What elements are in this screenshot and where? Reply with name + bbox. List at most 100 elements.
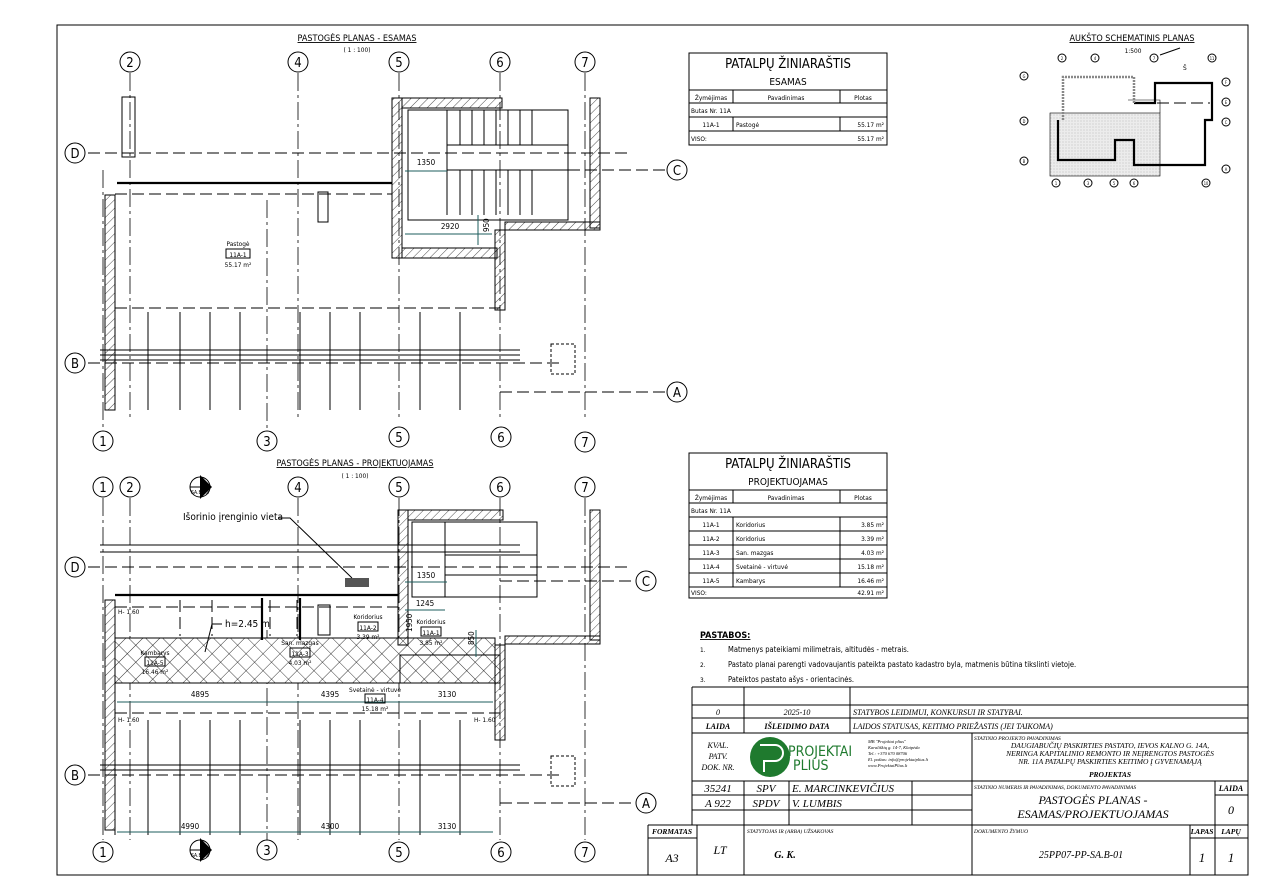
dim-label: 4300 xyxy=(321,822,340,831)
svg-text:0: 0 xyxy=(716,708,720,717)
schematic-axis-bubbles: G F E D C B A 1 2 3 4 5 6 7 10 11 xyxy=(1019,53,1231,188)
svg-text:0: 0 xyxy=(1228,803,1234,817)
room-tag-11A-5: Kambarys 11A-5 16.46 m² xyxy=(140,649,169,676)
svg-text:11A-1: 11A-1 xyxy=(702,521,719,529)
svg-text:1: 1 xyxy=(99,435,106,450)
svg-text:PASTABOS:: PASTABOS: xyxy=(700,631,750,641)
svg-text:VISO:: VISO: xyxy=(691,135,707,143)
svg-text:E: E xyxy=(1225,100,1228,105)
svg-text:3.85 m²: 3.85 m² xyxy=(420,639,443,647)
svg-text:4: 4 xyxy=(1094,56,1097,61)
svg-text:IŠLEIDIMO DATA: IŠLEIDIMO DATA xyxy=(763,721,830,731)
svg-text:A: A xyxy=(642,797,650,812)
svg-text:6: 6 xyxy=(497,846,504,861)
svg-text:D: D xyxy=(70,147,79,162)
svg-text:Pastato planai parengti vadova: Pastato planai parengti vadovaujantis pa… xyxy=(728,660,1076,669)
table-row: 11A-1 Koridorius 3.85 m² xyxy=(702,521,884,529)
schematic-scale: 1:500 xyxy=(1125,47,1142,55)
notes: PASTABOS: 1.Matmenys pateikiami milimetr… xyxy=(700,631,1076,684)
table-cell: Pastogė xyxy=(736,121,759,129)
svg-text:42.91 m²: 42.91 m² xyxy=(857,589,884,597)
svg-text:55.17 m²: 55.17 m² xyxy=(225,261,252,269)
svg-text:SA.B-02: SA.B-02 xyxy=(191,490,209,496)
svg-text:35241: 35241 xyxy=(703,783,732,795)
svg-text:11A-1: 11A-1 xyxy=(422,629,439,637)
level-mark: H- 1.60 xyxy=(118,608,140,616)
svg-text:1.: 1. xyxy=(700,646,706,654)
svg-text:1: 1 xyxy=(99,846,106,861)
svg-text:LAPŲ: LAPŲ xyxy=(1220,827,1241,836)
svg-text:7: 7 xyxy=(581,481,588,496)
svg-text:2.: 2. xyxy=(700,661,706,669)
svg-text:F: F xyxy=(1225,80,1227,85)
svg-text:1: 1 xyxy=(1228,850,1235,865)
svg-text:11A-2: 11A-2 xyxy=(359,624,376,632)
svg-text:G: G xyxy=(1023,74,1026,79)
svg-text:Pateiktos pastato ašys - orien: Pateiktos pastato ašys - orientacinės. xyxy=(728,675,854,684)
staff-row: A 922 SPDV V. LUMBIS xyxy=(704,798,842,810)
svg-text:3.39 m²: 3.39 m² xyxy=(357,633,380,641)
dim-label: 1350 xyxy=(417,571,436,580)
dim-label: 2920 xyxy=(441,222,460,231)
svg-text:Koridorius: Koridorius xyxy=(416,618,445,626)
svg-text:SPV: SPV xyxy=(757,783,777,795)
svg-text:5: 5 xyxy=(395,431,402,446)
svg-text:2025-10: 2025-10 xyxy=(784,708,811,717)
svg-text:Koridorius: Koridorius xyxy=(736,535,765,543)
svg-text:5: 5 xyxy=(395,846,402,861)
svg-text:PROJEKTAS: PROJEKTAS xyxy=(1089,770,1131,779)
svg-text:KVAL.: KVAL. xyxy=(707,741,729,750)
svg-text:MB "Projektai plius": MB "Projektai plius" xyxy=(867,739,906,744)
dim-label: 4990 xyxy=(181,822,200,831)
svg-text:PLIUS: PLIUS xyxy=(793,758,829,774)
section-marker: SA.B-02 SA.B-02 xyxy=(189,475,212,862)
svg-text:3: 3 xyxy=(1087,181,1089,186)
svg-text:11A-5: 11A-5 xyxy=(702,577,719,585)
svg-text:C: C xyxy=(673,164,681,179)
svg-text:16.46 m²: 16.46 m² xyxy=(142,668,169,676)
svg-text:C: C xyxy=(642,575,650,590)
svg-text:4: 4 xyxy=(294,481,301,496)
svg-text:4.03 m²: 4.03 m² xyxy=(289,659,312,667)
svg-text:1: 1 xyxy=(99,481,106,496)
svg-text:STATYBOS LEIDIMUI, KONKURSUI I: STATYBOS LEIDIMUI, KONKURSUI IR STATYBAI… xyxy=(853,708,1023,717)
rooms-table-existing: PATALPŲ ŽINIARAŠTIS ESAMAS Žymėjimas Pav… xyxy=(688,52,888,146)
svg-text:3: 3 xyxy=(263,844,270,859)
svg-text:PATV.: PATV. xyxy=(708,752,728,761)
svg-text:3.39 m²: 3.39 m² xyxy=(861,535,884,543)
svg-text:Karališkių g. 14-7, Klaipėda: Karališkių g. 14-7, Klaipėda xyxy=(867,745,920,751)
svg-text:PATALPŲ ŽINIARAŠTIS: PATALPŲ ŽINIARAŠTIS xyxy=(725,56,851,72)
svg-text:11A-2: 11A-2 xyxy=(702,535,719,543)
svg-text:SPDV: SPDV xyxy=(753,798,781,810)
svg-text:A3: A3 xyxy=(664,851,678,865)
bottom-plan-scale: ( 1 : 100) xyxy=(342,472,369,480)
schematic-plan: AUKŠTO SCHEMATINIS PLANAS 1:500 Š G F E … xyxy=(1019,32,1231,188)
svg-text:D: D xyxy=(70,561,79,576)
dim-label: 1350 xyxy=(417,158,436,167)
svg-text:DOK. NR.: DOK. NR. xyxy=(700,763,734,772)
svg-text:7: 7 xyxy=(581,436,588,451)
svg-text:11A-5: 11A-5 xyxy=(146,659,163,667)
table-cell: 55.17 m² xyxy=(857,121,884,129)
north-label: Š xyxy=(1183,63,1187,72)
svg-text:7: 7 xyxy=(581,846,588,861)
svg-text:PROJEKTUOJAMAS: PROJEKTUOJAMAS xyxy=(748,477,828,488)
svg-text:2: 2 xyxy=(126,481,133,496)
room-tag-11A-3: San. mazgas 11A-3 4.03 m² xyxy=(281,639,318,667)
dim-label: 950 xyxy=(482,218,491,232)
svg-text:VISO:: VISO: xyxy=(691,589,707,597)
svg-text:15.18 m²: 15.18 m² xyxy=(362,705,389,713)
svg-text:1: 1 xyxy=(1199,850,1206,865)
svg-text:San. mazgas: San. mazgas xyxy=(281,639,318,647)
level-mark: H- 1.60 xyxy=(474,716,496,724)
svg-text:5: 5 xyxy=(395,56,402,71)
dim-label: 3130 xyxy=(438,822,457,831)
svg-text:B: B xyxy=(71,357,79,372)
rooms-table-projected: PATALPŲ ŽINIARAŠTIS PROJEKTUOJAMAS Žymėj… xyxy=(688,452,888,599)
svg-text:7: 7 xyxy=(1153,56,1155,61)
svg-text:V. LUMBIS: V. LUMBIS xyxy=(792,798,842,810)
table-row: 11A-2 Koridorius 3.39 m² xyxy=(702,535,884,543)
table-cell: 11A-1 xyxy=(702,121,719,129)
svg-text:NR. 11A PATALPŲ PASKIRTIES KEI: NR. 11A PATALPŲ PASKIRTIES KEITIMO Į GYV… xyxy=(1017,757,1202,766)
svg-text:LT: LT xyxy=(712,843,727,857)
